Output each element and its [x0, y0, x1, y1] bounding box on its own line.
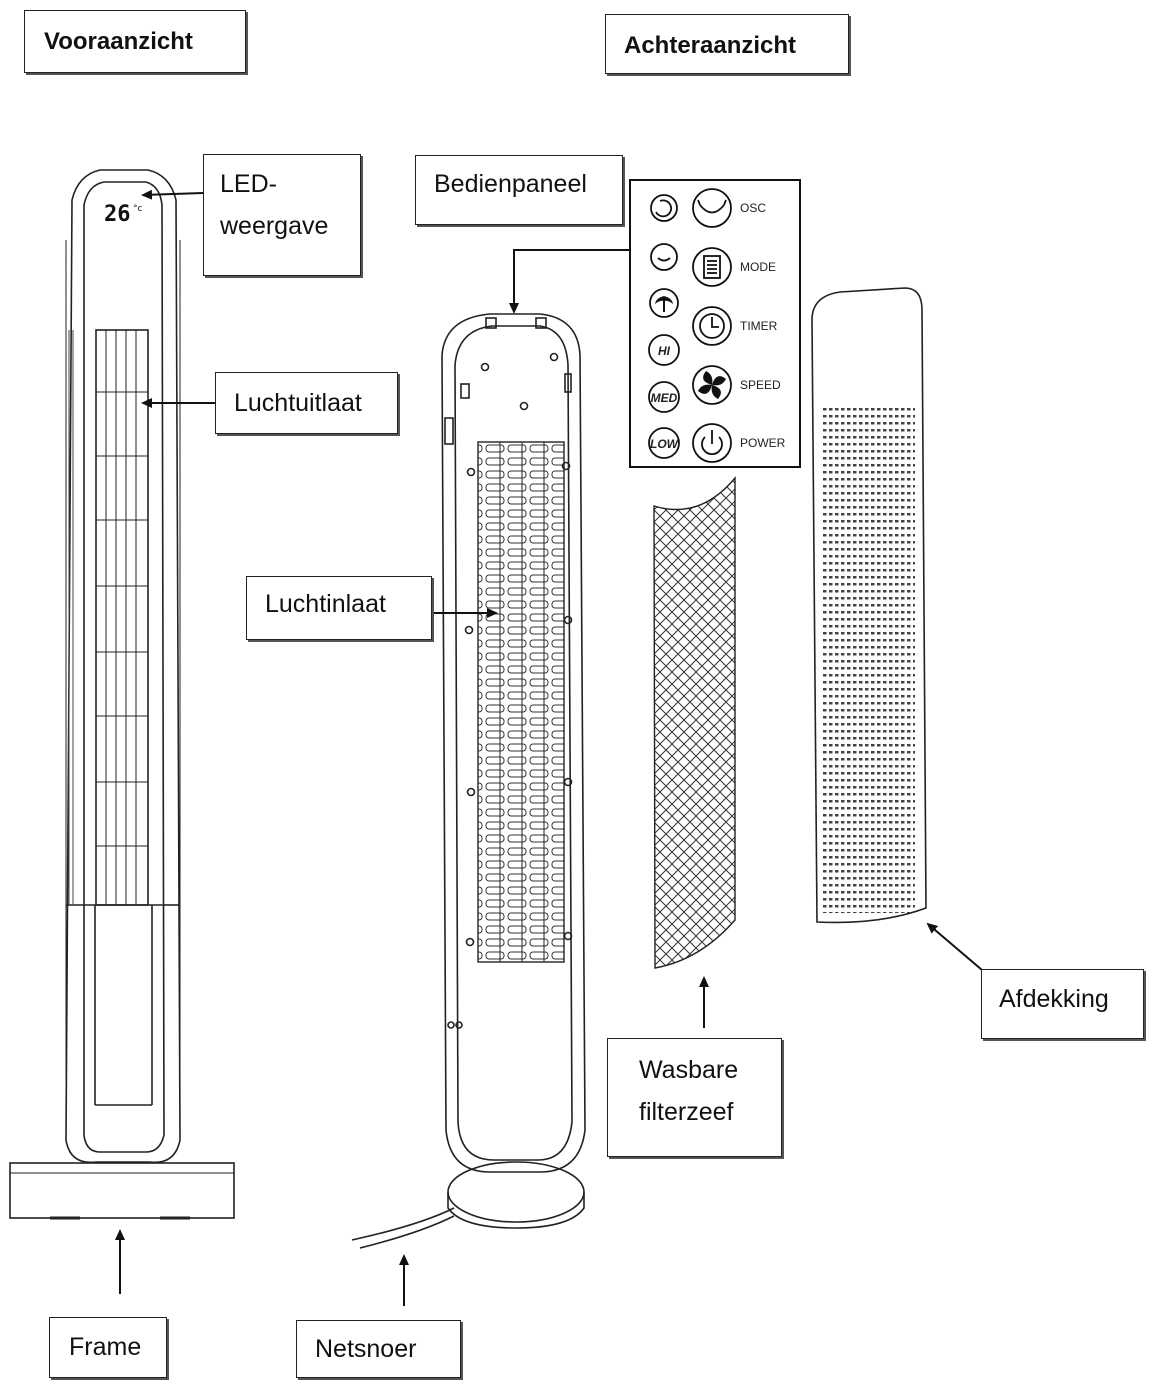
front-view-header: Vooraanzicht	[44, 28, 193, 55]
led-display-label-line2: weergave	[220, 212, 329, 240]
led-arrow	[141, 189, 204, 200]
control-panel-drawing: HI MED LOW OSC MODE TIMER SPEED POWER	[629, 179, 801, 468]
timer-button-label: TIMER	[740, 319, 778, 333]
back-tower	[351, 313, 586, 1249]
air-outlet-label-box	[215, 372, 398, 434]
frame-label: Frame	[69, 1333, 142, 1361]
back-view-header: Achteraanzicht	[624, 32, 797, 59]
control-panel-label-box	[415, 155, 623, 225]
filter-label-box	[607, 1038, 782, 1157]
control-panel-label: Bedienpaneel	[434, 170, 587, 198]
air-inlet-label-box	[246, 576, 432, 640]
hi-indicator: HI	[658, 344, 671, 358]
mode-button-label: MODE	[740, 260, 776, 274]
control-panel-arrow	[509, 249, 630, 314]
filter-label-line1: Wasbare	[639, 1056, 739, 1084]
power-cord-label-box	[296, 1320, 461, 1378]
air-inlet-label: Luchtinlaat	[265, 590, 386, 618]
led-display-unit: °c	[133, 204, 143, 214]
cover-label: Afdekking	[999, 985, 1109, 1013]
rear-cover	[811, 287, 927, 924]
front-base	[9, 1162, 235, 1220]
power-button-label: POWER	[740, 436, 786, 450]
cover-label-box	[981, 969, 1144, 1039]
frame-label-box	[49, 1317, 167, 1378]
cover-arrow	[926, 922, 983, 971]
front-tower	[65, 169, 181, 1164]
led-display-label-box	[203, 154, 361, 276]
back-view-header-box	[605, 14, 849, 74]
power-cord-label: Netsnoer	[315, 1335, 417, 1363]
led-display-label-line1: LED-	[220, 170, 277, 198]
air-inlet-grille	[477, 441, 565, 963]
washable-filter	[653, 476, 736, 969]
speed-button-label: SPEED	[740, 378, 781, 392]
rear-cover-perforations	[823, 405, 915, 913]
side-vents-left	[66, 330, 76, 905]
air-outlet-label: Luchtuitlaat	[234, 389, 362, 417]
front-view-header-box	[24, 10, 246, 73]
low-indicator: LOW	[650, 437, 680, 451]
med-indicator: MED	[651, 391, 678, 405]
osc-button-label: OSC	[740, 201, 766, 215]
led-display-readout: 26	[104, 202, 131, 227]
filter-label-line2: filterzeef	[639, 1098, 734, 1126]
